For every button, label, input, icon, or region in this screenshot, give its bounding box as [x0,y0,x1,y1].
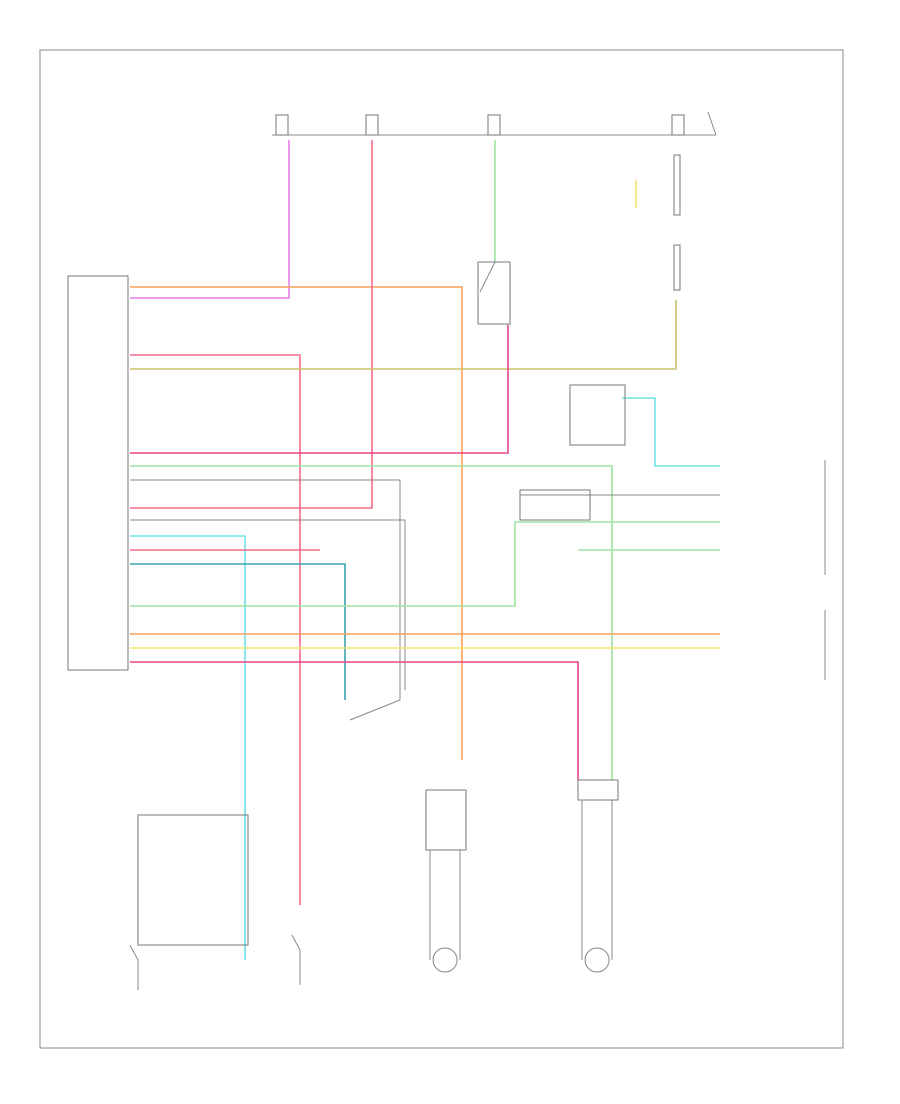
wire-teal-sensor [130,563,346,700]
passenger-motor [584,947,610,973]
wire-olive-buckle [130,300,677,370]
control-module [67,275,129,671]
wire-cyan-right [622,397,720,467]
wire-gray-1 [130,479,401,721]
relay-component [477,261,511,325]
buckle-switch-center [291,934,301,985]
buckle-switch-left [129,944,139,990]
passenger-connector [577,779,619,801]
lower-module-box [137,814,249,946]
driver-motor [432,947,458,973]
module-body [67,275,129,671]
wire-gray-2 [130,519,406,690]
wire-magenta-relay [130,325,509,454]
wire-green-long [130,465,613,780]
sensor-lower [673,244,681,291]
relay-box [477,261,511,325]
lap-belt-unit [519,489,591,521]
wire-green-lower [130,521,720,607]
circuit-wires [130,140,720,960]
fuse-panel [272,111,717,136]
fuse-4 [671,114,685,136]
wire-red-switch [130,354,301,905]
driver-motor-box [425,789,467,851]
wire-violet-fuse1 [130,140,290,299]
control-module-right [569,384,626,446]
wire-orange-top [130,286,463,760]
wire-magenta-lower [130,661,579,780]
right-side-sensors [519,154,826,680]
wire-cyan-switch [130,535,246,960]
sensor-upper [673,154,681,216]
fuse-3 [487,114,501,136]
fuse-4-lead [707,111,717,136]
diagram-frame [39,49,844,1049]
wire-red-fuse2 [130,140,373,509]
fuse-2 [365,114,379,136]
relay-contact [479,261,496,293]
fuse-1 [275,114,289,136]
bottom-components [129,779,619,990]
